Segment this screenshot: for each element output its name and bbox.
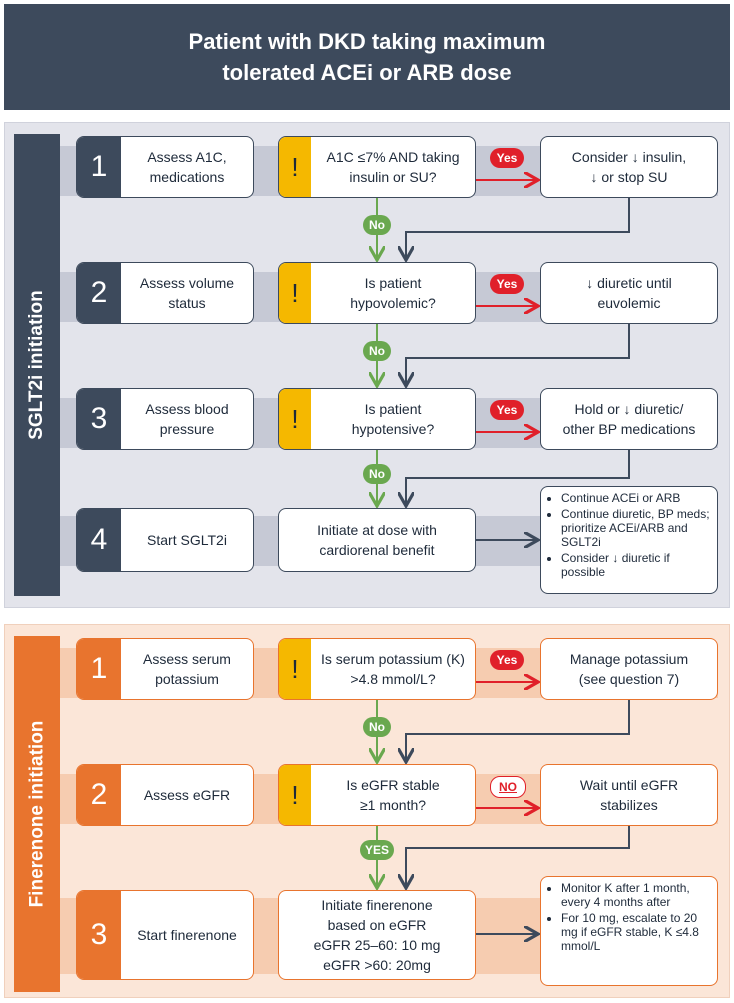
sglt2-step-3: 3 Assess blood pressure xyxy=(76,388,254,450)
sglt2-action-1: Consider ↓ insulin, ↓ or stop SU xyxy=(540,136,718,198)
no-badge: No xyxy=(363,215,391,235)
return-arrow xyxy=(406,700,630,760)
sglt2-action-3: Hold or ↓ diuretic/ other BP medications xyxy=(540,388,718,450)
no-badge: No xyxy=(363,464,391,484)
sglt2-bullet-list: Continue ACEi or ARB Continue diuretic, … xyxy=(540,486,718,594)
step-label: Assess eGFR xyxy=(143,787,231,803)
warning-icon: ! xyxy=(279,765,311,825)
yes-badge: Yes xyxy=(490,400,524,420)
sglt2-question-2: ! Is patient hypovolemic? xyxy=(278,262,476,324)
step-label: Assess blood pressure xyxy=(145,401,229,437)
bullet-item: Continue ACEi or ARB xyxy=(561,491,711,505)
bullet-item: Continue diuretic, BP meds; prioritize A… xyxy=(561,507,711,549)
sglt2-question-3: ! Is patient hypotensive? xyxy=(278,388,476,450)
fin-action-1: Manage potassium (see question 7) xyxy=(540,638,718,700)
step-number: 2 xyxy=(77,263,121,323)
fin-step-3: 3 Start finerenone xyxy=(76,890,254,980)
page-title: Patient with DKD taking maximum tolerate… xyxy=(188,29,546,85)
question-text: Is eGFR stable ≥1 month? xyxy=(346,777,440,813)
return-arrow xyxy=(406,198,630,258)
warning-icon: ! xyxy=(279,389,311,449)
sglt2-step-4: 4 Start SGLT2i xyxy=(76,508,254,572)
sglt2-initiate-box: Initiate at dose with cardiorenal benefi… xyxy=(278,508,476,572)
step-number: 3 xyxy=(77,389,121,449)
question-text: A1C ≤7% AND taking insulin or SU? xyxy=(326,149,460,185)
fin-step-1: 1 Assess serum potassium xyxy=(76,638,254,700)
no-badge: No xyxy=(363,341,391,361)
sglt2-step-1: 1 Assess A1C, medications xyxy=(76,136,254,198)
step-number: 4 xyxy=(77,509,121,571)
question-text: Is patient hypovolemic? xyxy=(350,275,436,311)
yes-badge: Yes xyxy=(490,274,524,294)
step-label: Start SGLT2i xyxy=(147,532,227,548)
fin-question-1: ! Is serum potassium (K) >4.8 mmol/L? xyxy=(278,638,476,700)
fin-step-2: 2 Assess eGFR xyxy=(76,764,254,826)
no-badge: No xyxy=(363,717,391,737)
yes-badge: Yes xyxy=(490,650,524,670)
return-arrow xyxy=(406,324,630,384)
question-text: Is serum potassium (K) >4.8 mmol/L? xyxy=(321,651,465,687)
step-number: 2 xyxy=(77,765,121,825)
yes-badge: Yes xyxy=(490,148,524,168)
fin-initiate-box: Initiate finerenone based on eGFR eGFR 2… xyxy=(278,890,476,980)
sglt2-step-2: 2 Assess volume status xyxy=(76,262,254,324)
step-label: Start finerenone xyxy=(137,927,237,943)
warning-icon: ! xyxy=(279,137,311,197)
fin-question-2: ! Is eGFR stable ≥1 month? xyxy=(278,764,476,826)
question-text: Is patient hypotensive? xyxy=(351,401,435,437)
sglt2i-side-label: SGLT2i initiation xyxy=(14,134,60,596)
yes-badge-green: YES xyxy=(360,840,394,860)
step-number: 1 xyxy=(77,639,121,699)
bullet-item: Monitor K after 1 month, every 4 months … xyxy=(561,881,711,909)
step-label: Assess volume status xyxy=(139,275,235,311)
bullet-item: For 10 mg, escalate to 20 mg if eGFR sta… xyxy=(561,911,711,953)
step-label: Assess serum potassium xyxy=(143,651,231,687)
step-number: 3 xyxy=(77,891,121,979)
step-number: 1 xyxy=(77,137,121,197)
bullet-item: Consider ↓ diuretic if possible xyxy=(561,551,711,579)
sglt2-question-1: ! A1C ≤7% AND taking insulin or SU? xyxy=(278,136,476,198)
sglt2-action-2: ↓ diuretic until euvolemic xyxy=(540,262,718,324)
return-arrow xyxy=(406,450,630,504)
fin-action-2: Wait until eGFR stabilizes xyxy=(540,764,718,826)
fin-bullet-list: Monitor K after 1 month, every 4 months … xyxy=(540,876,718,986)
return-arrow xyxy=(406,826,630,886)
title-banner: Patient with DKD taking maximum tolerate… xyxy=(4,4,730,110)
finerenone-side-label: Finerenone initiation xyxy=(14,636,60,992)
step-label: Assess A1C, medications xyxy=(147,149,227,185)
warning-icon: ! xyxy=(279,639,311,699)
no-badge-red: NO xyxy=(490,776,526,798)
warning-icon: ! xyxy=(279,263,311,323)
